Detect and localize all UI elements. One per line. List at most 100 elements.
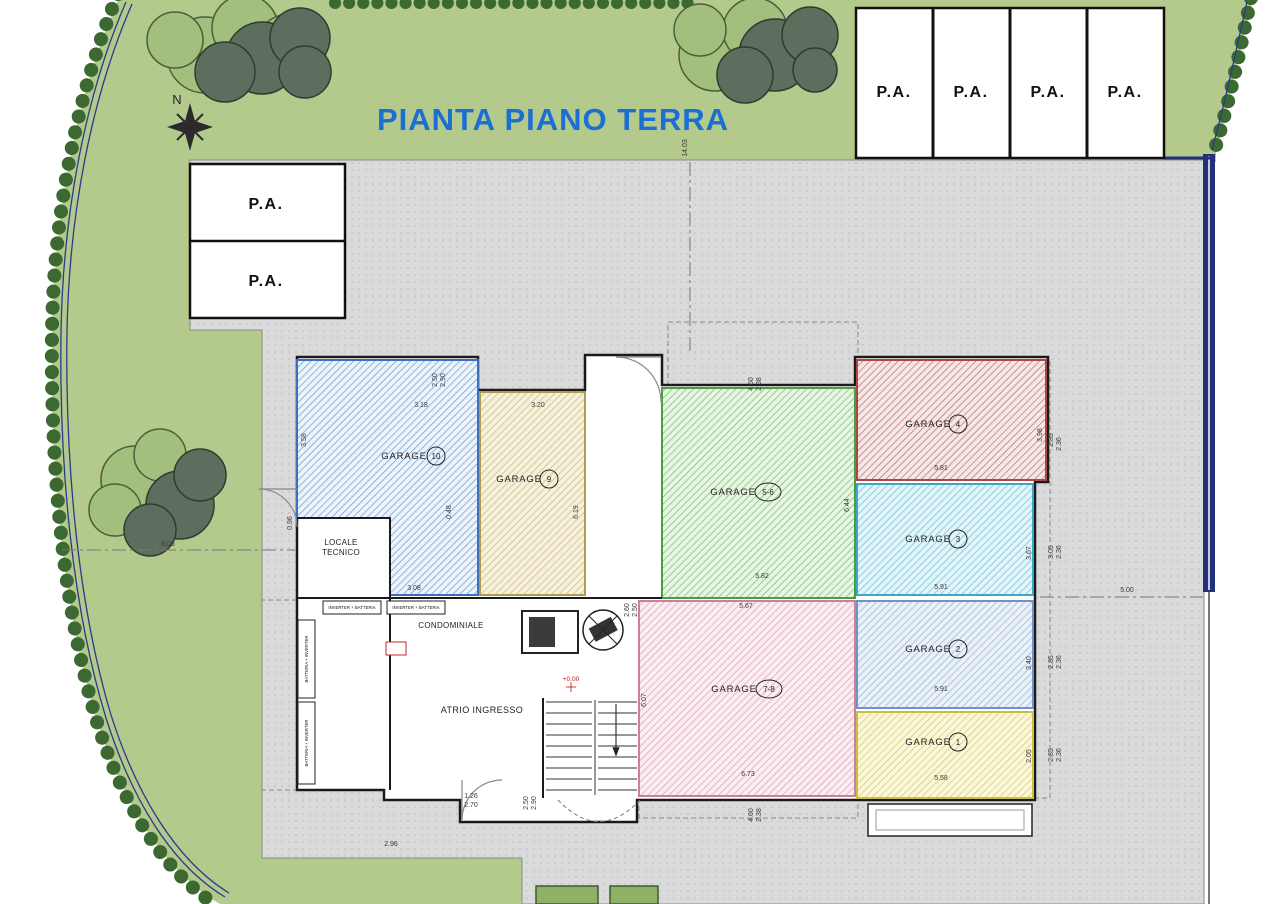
garage-number: 1 bbox=[956, 738, 961, 747]
dim-label: 2.36 bbox=[1056, 748, 1063, 762]
dim-label: 6.19 bbox=[573, 505, 580, 519]
dim-label: 3.67 bbox=[1026, 546, 1033, 560]
compass-north-label: N bbox=[172, 92, 181, 107]
boundary-hedge-right bbox=[1207, 0, 1258, 159]
dim-label: 2.96 bbox=[384, 841, 398, 848]
page-title: PIANTA PIANO TERRA bbox=[377, 102, 729, 137]
garage-7-8-area bbox=[638, 600, 856, 797]
stairs bbox=[546, 700, 643, 822]
dim-label: 5.91 bbox=[934, 686, 948, 693]
dim-label: 6.44 bbox=[844, 498, 851, 512]
garage-4-area bbox=[856, 359, 1047, 481]
garage-number: 5-6 bbox=[762, 488, 774, 497]
inverter-battery-label: INVERTER + BATTERIA bbox=[392, 605, 439, 610]
garage-number: 4 bbox=[956, 420, 961, 429]
garage-label: GARAGE bbox=[381, 451, 426, 462]
dimension-labels: 14.03 8.06 5.00 3.18 3.20 3.58 0.96 0.48… bbox=[161, 139, 1134, 848]
garage-label: GARAGE bbox=[905, 644, 950, 655]
parking-stall-label: P.A. bbox=[1107, 84, 1142, 101]
dim-label: 3.98 bbox=[1037, 428, 1044, 442]
garage-label: GARAGE bbox=[711, 684, 756, 695]
dim-label: 2.36 bbox=[1056, 545, 1063, 559]
garage-number: 2 bbox=[956, 645, 961, 654]
garage-labels: GARAGE 10 GARAGE 9 GARAGE 5-6 GARAGE 4 G… bbox=[381, 414, 968, 752]
tree-icon bbox=[146, 0, 332, 103]
small-red-box bbox=[385, 641, 407, 656]
garage-number: 3 bbox=[956, 535, 961, 544]
dim-label: 8.06 bbox=[161, 541, 175, 548]
dim-label: 6.73 bbox=[741, 771, 755, 778]
door-swing-arcs bbox=[258, 356, 662, 821]
dim-label: 5.58 bbox=[934, 775, 948, 782]
parking-stall-label: P.A. bbox=[248, 196, 283, 213]
level-cross-icon bbox=[566, 682, 576, 692]
room-label-condominiale: CONDOMINIALE bbox=[418, 621, 483, 630]
parking-stall-label: P.A. bbox=[953, 84, 988, 101]
dim-label: 5.91 bbox=[934, 584, 948, 591]
parking-stall-label: P.A. bbox=[248, 273, 283, 290]
room-label-locale-tecnico: LOCALE bbox=[324, 538, 357, 547]
grass-patches bbox=[535, 885, 659, 904]
tree-icon bbox=[88, 428, 227, 557]
dim-label: 3.58 bbox=[301, 433, 308, 447]
garage-5-6-area bbox=[661, 387, 856, 599]
level-marker: +0.00 bbox=[563, 676, 580, 683]
dim-label: 2.90 bbox=[440, 373, 447, 387]
garage-9-area bbox=[479, 391, 586, 596]
dim-label: 2.85 bbox=[1048, 748, 1055, 762]
dim-label: 3.20 bbox=[531, 402, 545, 409]
dim-label: 3.08 bbox=[407, 585, 421, 592]
garage-label: GARAGE bbox=[496, 474, 541, 485]
elevator-icon bbox=[521, 609, 624, 654]
dim-label: 2.05 bbox=[1026, 749, 1033, 763]
dim-label: 14.03 bbox=[682, 139, 689, 157]
dim-label: 2.38 bbox=[756, 377, 763, 391]
dim-label: 0.48 bbox=[446, 505, 453, 519]
dim-label: 3.40 bbox=[1026, 656, 1033, 670]
garage-number: 7-8 bbox=[763, 685, 775, 694]
garage-3-area bbox=[856, 483, 1034, 596]
dim-label: 5.81 bbox=[934, 465, 948, 472]
survey-lines bbox=[62, 162, 1203, 598]
dim-label: 2.50 bbox=[632, 603, 639, 617]
dim-label: 5.00 bbox=[1120, 587, 1134, 594]
dim-label: 2.60 bbox=[624, 603, 631, 617]
inverter-battery-boxes: INVERTER + BATTERIA INVERTER + BATTERIA … bbox=[297, 600, 446, 785]
garage-label: GARAGE bbox=[905, 737, 950, 748]
dim-label: 5.67 bbox=[739, 603, 753, 610]
dim-label: 4.60 bbox=[748, 377, 755, 391]
dim-label: 4.60 bbox=[748, 808, 755, 822]
overhang-dashed-outline bbox=[261, 321, 1051, 819]
battery-inverter-label: BATTERIA + INVERTER bbox=[304, 636, 309, 683]
parking-stall-label: P.A. bbox=[1030, 84, 1065, 101]
dim-label: 3.05 bbox=[1048, 545, 1055, 559]
room-label-atrio: ATRIO INGRESSO bbox=[441, 705, 523, 715]
garage-2-area bbox=[856, 600, 1034, 709]
compass-icon: N bbox=[167, 92, 213, 151]
dim-label: 1.26 bbox=[464, 793, 478, 800]
dim-label: 3.18 bbox=[414, 402, 428, 409]
dim-label: 2.36 bbox=[1056, 437, 1063, 451]
interior-walls bbox=[297, 517, 662, 798]
battery-inverter-label: BATTERIA + INVERTER bbox=[304, 720, 309, 767]
dim-label: 2.70 bbox=[464, 802, 478, 809]
inverter-battery-label: INVERTER + BATTERIA bbox=[328, 605, 375, 610]
dim-label: 2.50 bbox=[523, 796, 530, 810]
dim-label: 2.85 bbox=[1048, 655, 1055, 669]
parking-block-left: P.A. P.A. bbox=[188, 162, 347, 320]
dim-label: 0.96 bbox=[287, 516, 294, 530]
room-label-locale-tecnico: TECNICO bbox=[322, 548, 360, 557]
dim-label: 2.50 bbox=[432, 373, 439, 387]
garage-number: 9 bbox=[547, 475, 552, 484]
dim-label: 2.36 bbox=[1056, 655, 1063, 669]
garage-number: 10 bbox=[432, 452, 441, 461]
porch bbox=[867, 803, 1033, 837]
boundary-strip-right bbox=[1164, 154, 1215, 904]
parking-stall-label: P.A. bbox=[876, 84, 911, 101]
dim-label: 2.90 bbox=[531, 796, 538, 810]
garage-label: GARAGE bbox=[905, 419, 950, 430]
garage-1-area bbox=[856, 711, 1034, 799]
garage-label: GARAGE bbox=[710, 487, 755, 498]
